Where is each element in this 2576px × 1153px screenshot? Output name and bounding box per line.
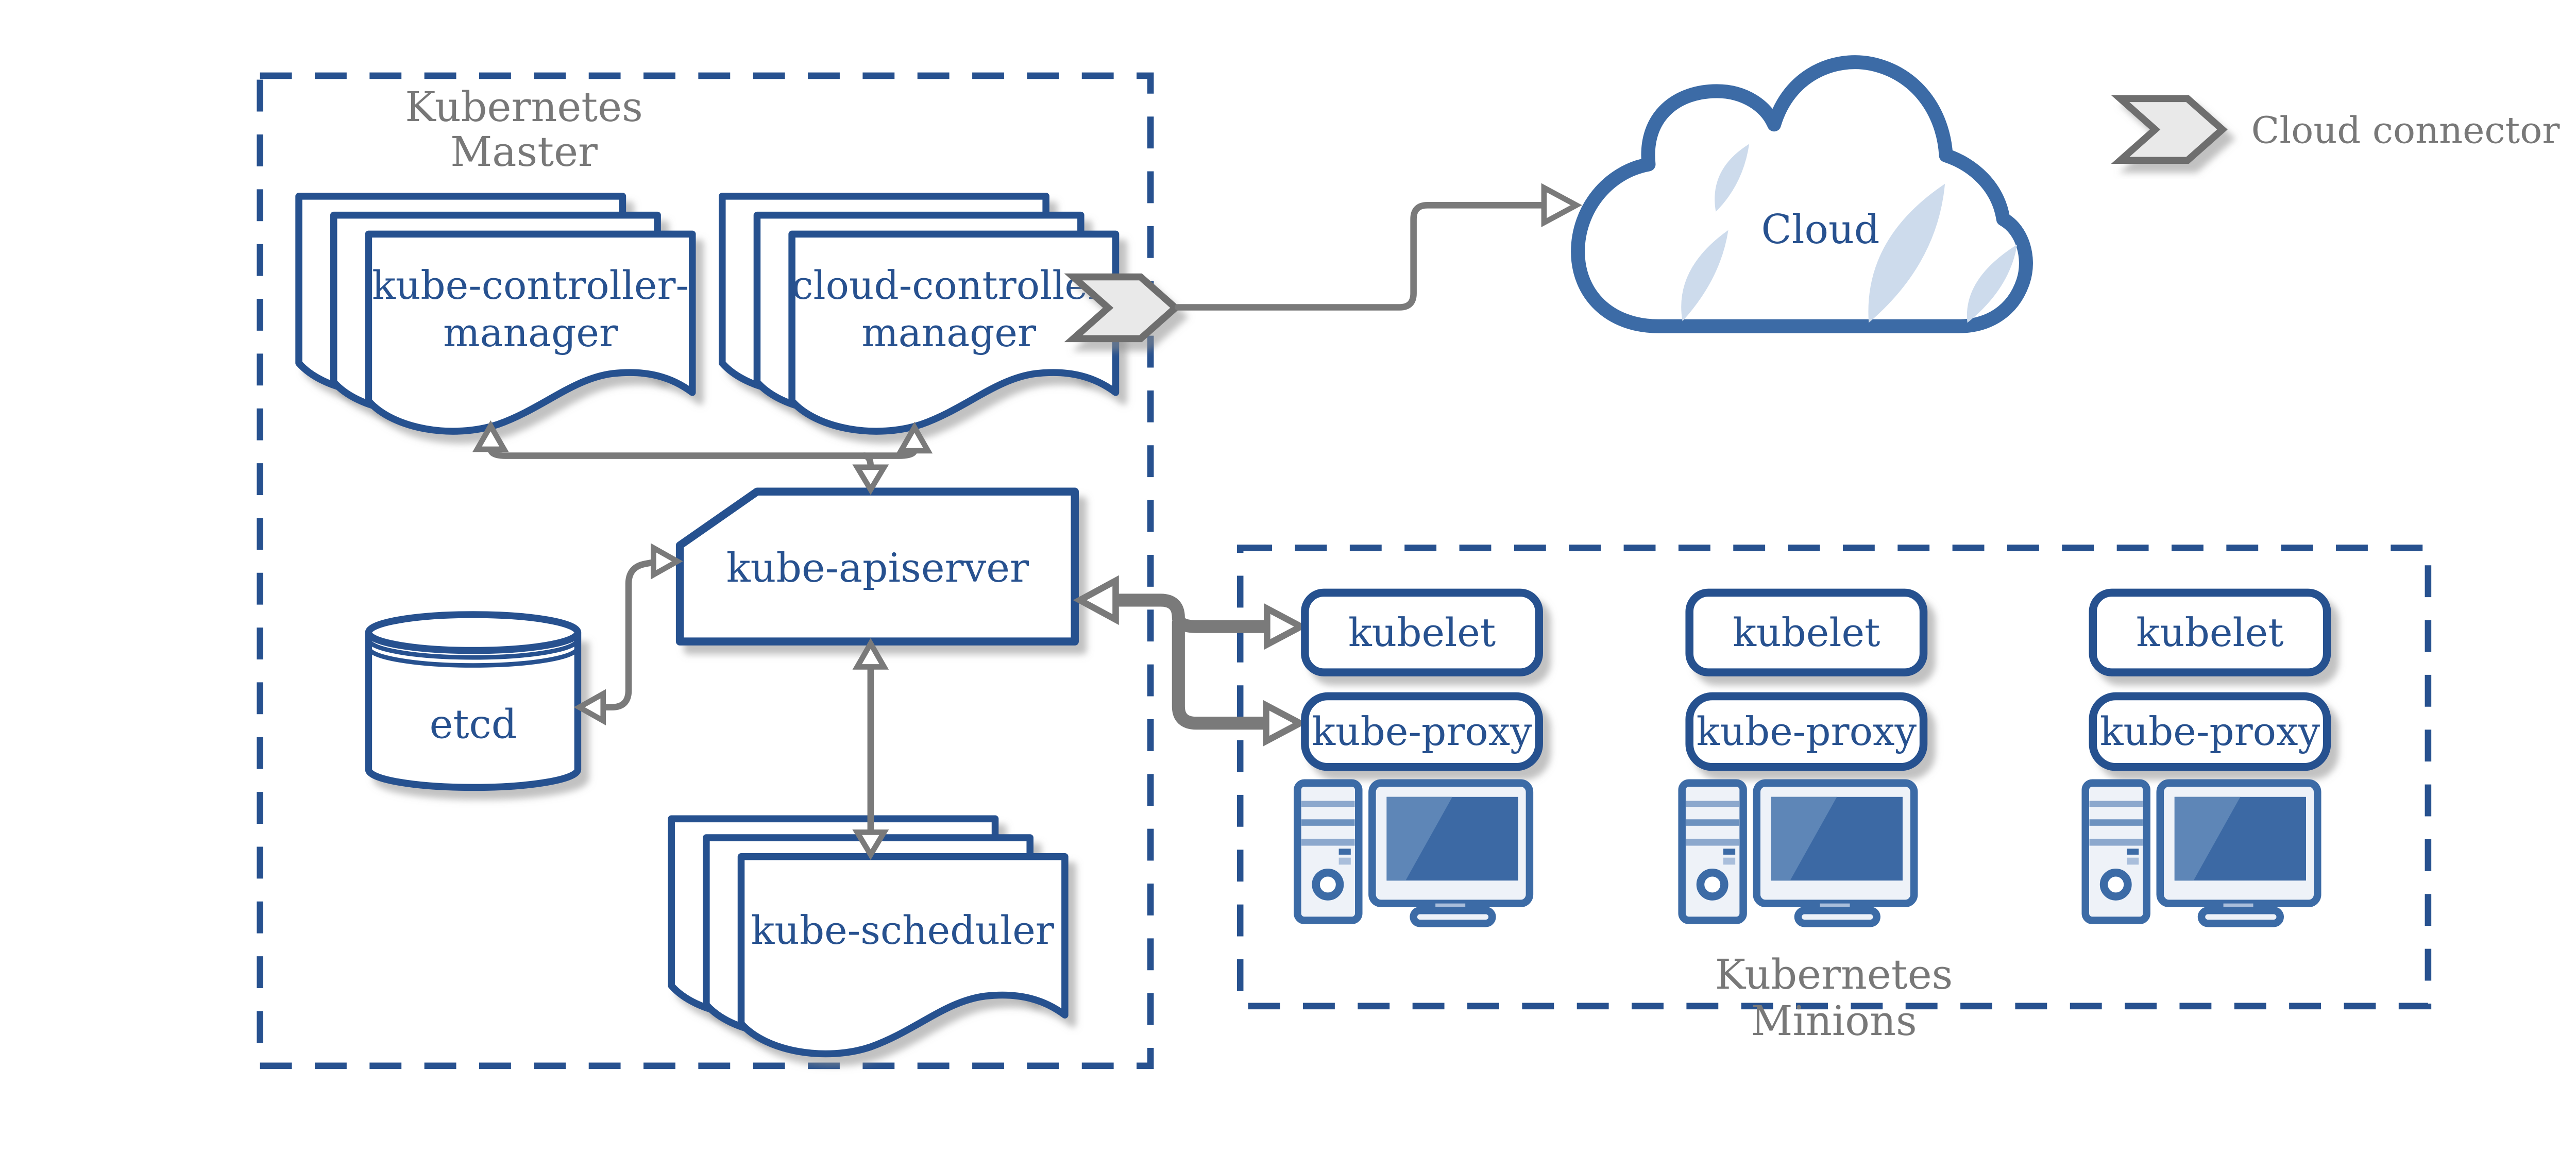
cloud-node: Cloud bbox=[1571, 55, 2033, 333]
kube-controller-manager-node: kube-controller- manager bbox=[299, 196, 692, 431]
arrowhead-down bbox=[852, 829, 889, 860]
kube-proxy-box bbox=[2089, 692, 2331, 771]
kubernetes-architecture-diagram: Kubernetes Master kube-controller- manag… bbox=[257, 55, 2561, 1070]
cloud-icon bbox=[1571, 55, 2033, 333]
master-title-line2: Master bbox=[450, 128, 598, 176]
etcd-node: etcd bbox=[365, 611, 582, 791]
cloud-connector-legend-icon bbox=[2120, 98, 2222, 160]
database-top bbox=[365, 611, 582, 654]
kubelet-box bbox=[2089, 588, 2331, 676]
kube-apiserver-label: kube-apiserver bbox=[726, 545, 1029, 591]
cloud-label: Cloud bbox=[1761, 207, 1880, 253]
kube-proxy-label: kube-proxy bbox=[1312, 709, 1532, 754]
kubelet-label: kubelet bbox=[2136, 610, 2283, 655]
arrowhead-left bbox=[1073, 575, 1119, 625]
kubelet-box bbox=[1301, 588, 1543, 676]
arrowhead-down bbox=[852, 464, 889, 495]
arrowhead-right bbox=[1263, 700, 1307, 747]
apiserver-minions-connector bbox=[1073, 575, 1308, 747]
arrowhead-left bbox=[573, 689, 606, 725]
kube-proxy-box bbox=[1301, 692, 1543, 771]
document-stack-icon bbox=[741, 857, 1065, 1054]
etcd-label: etcd bbox=[430, 702, 517, 748]
kubelet-box bbox=[1685, 588, 1928, 676]
workstation-icon bbox=[1682, 783, 1914, 924]
etcd-apiserver-connector bbox=[573, 543, 683, 725]
workstation-icon bbox=[2086, 783, 2318, 924]
database-ring bbox=[366, 647, 580, 668]
cloud-highlight bbox=[1715, 144, 1750, 212]
minion-column-2: kubelet kube-proxy bbox=[1682, 588, 1928, 924]
kube-controller-manager-label-line1: kube-controller- bbox=[372, 263, 689, 308]
minion-column-1: kubelet kube-proxy bbox=[1297, 588, 1543, 924]
cloud-highlight bbox=[1681, 230, 1728, 321]
controllers-apiserver-connector bbox=[472, 420, 933, 495]
master-title-line1: Kubernetes bbox=[405, 83, 642, 131]
kube-scheduler-label: kube-scheduler bbox=[751, 908, 1055, 953]
legend: Cloud connector bbox=[2120, 98, 2560, 160]
arrowhead-right bbox=[1264, 603, 1308, 650]
apiserver-scheduler-connector bbox=[852, 638, 889, 860]
kubelet-label: kubelet bbox=[1733, 610, 1880, 655]
kube-proxy-box bbox=[1685, 692, 1928, 771]
cloud-controller-manager-node: cloud-controller manager bbox=[722, 196, 1116, 431]
minion-column-3: kubelet kube-proxy bbox=[2086, 588, 2331, 924]
kube-proxy-label: kube-proxy bbox=[2100, 709, 2320, 754]
arrowhead-up bbox=[896, 421, 933, 454]
arrowhead-right bbox=[1541, 183, 1582, 228]
cloud-highlight bbox=[1868, 183, 1945, 323]
arrowhead-up bbox=[472, 420, 509, 452]
master-group-border bbox=[257, 72, 1154, 1070]
kubelet-label: kubelet bbox=[1348, 610, 1496, 655]
cloud-controller-manager-label-line2: manager bbox=[861, 310, 1037, 355]
kube-scheduler-node: kube-scheduler bbox=[671, 819, 1065, 1054]
minions-title-line2: Minions bbox=[1751, 997, 1917, 1045]
arrowhead-up bbox=[852, 638, 889, 670]
kube-proxy-label: kube-proxy bbox=[1697, 709, 1917, 754]
legend-label: Cloud connector bbox=[2251, 109, 2561, 151]
kube-apiserver-node: kube-apiserver bbox=[675, 487, 1079, 646]
arrowhead-right bbox=[651, 543, 683, 580]
database-icon bbox=[365, 632, 582, 791]
workstation-icon bbox=[1297, 783, 1530, 924]
cloud-connector-line bbox=[1175, 202, 1548, 311]
cloud-highlight bbox=[1967, 244, 2018, 323]
database-ring bbox=[366, 639, 580, 660]
card-shape bbox=[675, 487, 1079, 646]
minions-title-line1: Kubernetes bbox=[1715, 951, 1953, 998]
cloud-controller-manager-label-line1: cloud-controller bbox=[791, 263, 1107, 308]
kube-controller-manager-label-line2: manager bbox=[443, 310, 618, 355]
